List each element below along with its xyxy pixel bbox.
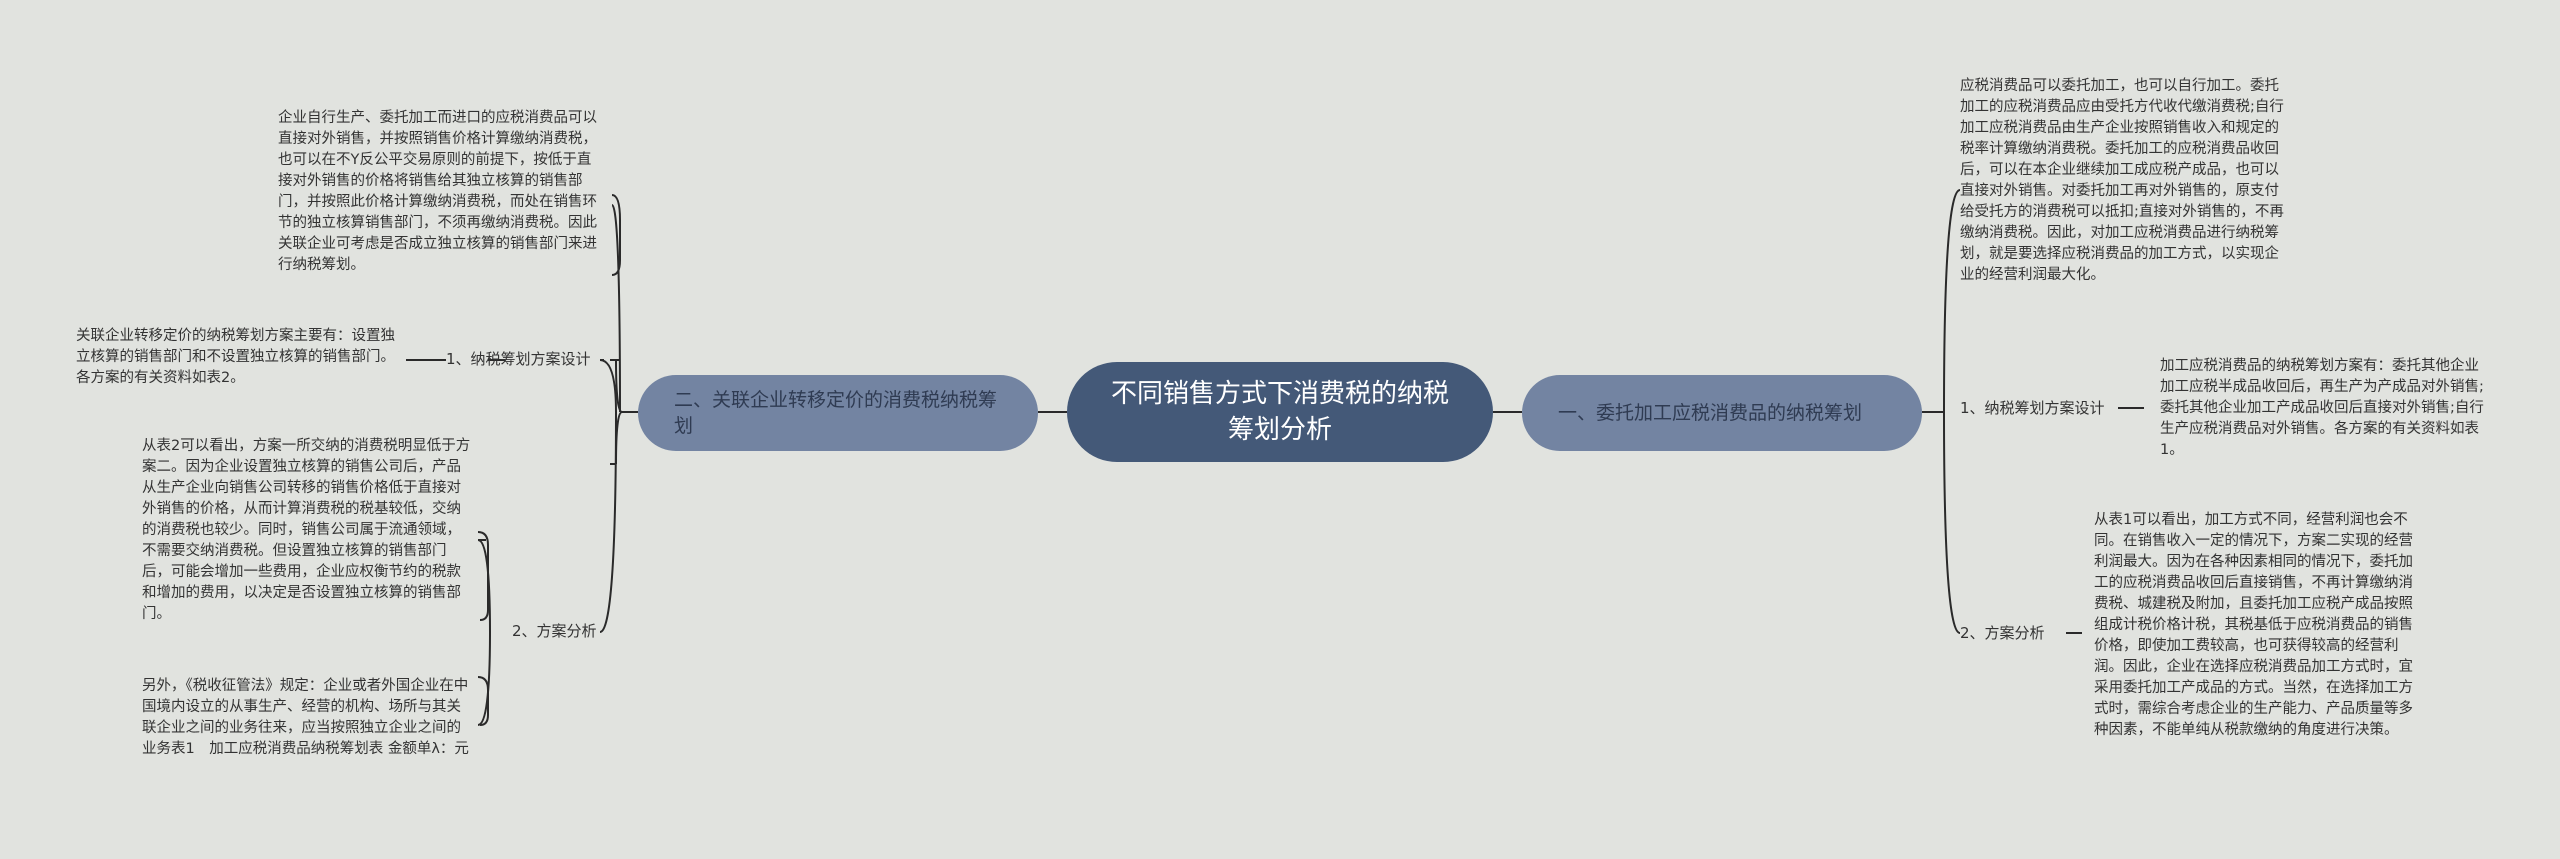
link-sub2-brace-b — [477, 676, 489, 726]
right-sub1-label[interactable]: 1、纳税筹划方案设计 — [1960, 399, 2105, 417]
right-sub2-para: 从表1可以看出，加工方式不同，经营利润也会不同。在销售收入一定的情况下，方案二实… — [2094, 512, 2413, 738]
branch-right-title: 一、委托加工应税消费品的纳税筹划 — [1558, 402, 1863, 424]
branch-left-title: 二、关联企业转移定价的消费税纳税筹划 — [674, 389, 998, 437]
link-left-bracket — [610, 359, 638, 465]
branch-left[interactable]: 二、关联企业转移定价的消费税纳税筹划 — [638, 375, 1038, 451]
link-right-top — [1922, 189, 1961, 413]
link-left-sub2 — [599, 411, 617, 633]
left-sub1-para-side: 关联企业转移定价的纳税筹划方案主要有：设置独立核算的销售部门和不设置独立核算的销… — [76, 328, 395, 386]
right-sub1-para: 加工应税消费品的纳税筹划方案有：委托其他企业加工应税半成品收回后，再生产为产成品… — [2160, 358, 2484, 458]
link-left-sub1-top-bracket — [611, 204, 621, 413]
link-top-brace — [611, 194, 621, 276]
root-title: 不同销售方式下消费税的纳税筹划分析 — [1110, 379, 1449, 445]
left-sub2-para-a: 从表2可以看出，方案一所交纳的消费税明显低于方案二。因为企业设置独立核算的销售公… — [142, 438, 471, 622]
link-left-sub1 — [599, 359, 617, 413]
left-sub2-label[interactable]: 2、方案分析 — [512, 622, 597, 640]
right-para-top: 应税消费品可以委托加工，也可以自行加工。委托加工的应税消费品应由受托方代收代缴消… — [1960, 78, 2284, 283]
link-sub2-lower — [477, 631, 491, 726]
link-sub2-brace-a — [477, 531, 489, 621]
right-sub2-label[interactable]: 2、方案分析 — [1960, 624, 2045, 642]
left-sub1-para-top: 企业自行生产、委托加工而进口的应税消费品可以直接对外销售，并按照销售价格计算缴纳… — [278, 110, 597, 273]
link-sub2-upper — [477, 539, 491, 633]
left-sub2-para-b: 另外，《税收征管法》规定：企业或者外国企业在中国境内设立的从事生产、经营的机构、… — [142, 678, 469, 757]
branch-right[interactable]: 一、委托加工应税消费品的纳税筹划 — [1522, 375, 1922, 451]
link-right-sub2 — [1943, 411, 1961, 634]
root-node[interactable]: 不同销售方式下消费税的纳税筹划分析 — [1067, 362, 1493, 462]
left-sub1-label[interactable]: 1、纳税筹划方案设计 — [446, 350, 591, 368]
